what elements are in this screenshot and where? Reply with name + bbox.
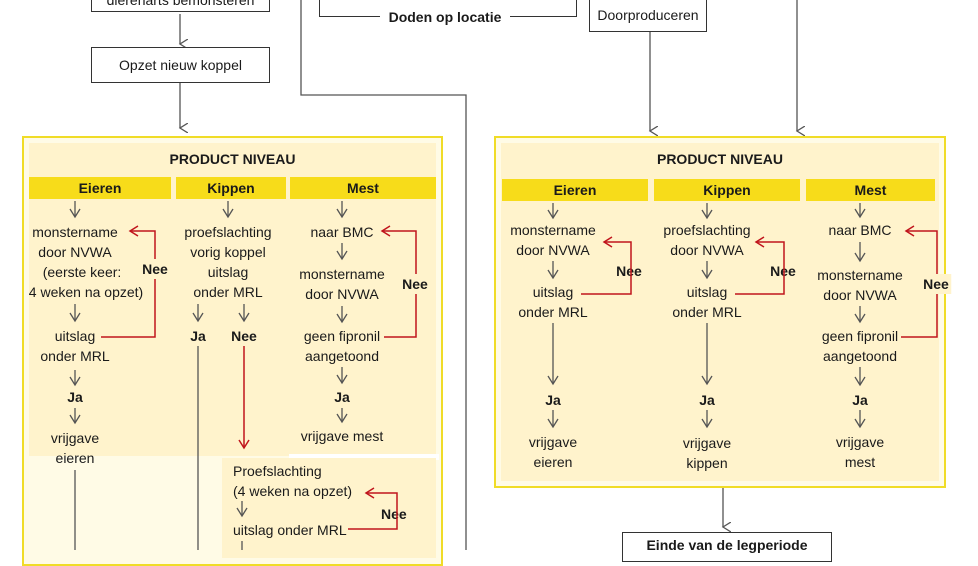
doden-op-locatie-label: Doden op locatie — [380, 7, 510, 27]
right-eieren-ja: Ja — [545, 392, 561, 408]
right-eieren-step: door NVWA — [516, 242, 590, 258]
right-eieren-step: eieren — [533, 454, 573, 470]
left-col-mest: Mest — [290, 177, 436, 199]
left-kippen-step: onder MRL — [193, 284, 263, 300]
opzet-nieuw-koppel-label: Opzet nieuw koppel — [119, 57, 242, 73]
left-kippen-step: vorig koppel — [190, 244, 266, 260]
left-eieren-nee-overlay: Nee — [140, 259, 170, 279]
right-mest-step: naar BMC — [828, 222, 892, 238]
left-col-eieren: Eieren — [29, 177, 171, 199]
right-mest-step: aangetoond — [823, 348, 897, 364]
left-eieren-step: uitslag — [54, 328, 96, 344]
right-mest-step: vrijgave — [835, 434, 885, 450]
right-kippen-ja: Ja — [699, 392, 715, 408]
right-kippen-nee: Nee — [770, 263, 796, 279]
left-mest-step: monstername — [299, 266, 385, 282]
right-mest-step: mest — [844, 454, 876, 470]
right-mest-nee-overlay: Nee — [921, 274, 951, 294]
right-kippen-step: kippen — [686, 455, 728, 471]
left-mest-step: aangetoond — [305, 348, 379, 364]
left-mest-step: geen fipronil — [303, 328, 381, 344]
right-mest-ja: Ja — [852, 392, 868, 408]
left-col-kippen: Kippen — [176, 177, 286, 199]
partial-top-box: dierenarts bemonsteren — [91, 0, 270, 12]
left-eieren-ja: Ja — [67, 389, 83, 405]
right-mest-step: monstername — [817, 267, 903, 283]
left-mest-ja: Ja — [334, 389, 350, 405]
left-panel-notch — [289, 454, 439, 460]
right-col-mest: Mest — [806, 179, 935, 201]
lower-step: Proefslachting — [233, 463, 322, 479]
left-mest-nee-overlay: Nee — [400, 274, 430, 294]
left-eieren-step: 4 weken na opzet) — [28, 284, 144, 300]
partial-top-box-label: dierenarts bemonsteren — [106, 0, 255, 8]
left-kippen-nee: Nee — [231, 328, 257, 344]
right-mest-step: door NVWA — [823, 287, 897, 303]
right-kippen-step: uitslag — [686, 284, 728, 300]
right-kippen-step: vrijgave — [682, 435, 732, 451]
right-eieren-step: uitslag — [532, 284, 574, 300]
left-eieren-step: (eerste keer: — [42, 264, 122, 280]
lower-step: (4 weken na opzet) — [233, 483, 353, 499]
right-panel-title: PRODUCT NIVEAU — [656, 151, 783, 167]
left-kippen-step: uitslag — [207, 264, 249, 280]
left-eieren-step: monstername — [32, 224, 118, 240]
left-eieren-step: onder MRL — [40, 348, 110, 364]
left-mest-step: vrijgave mest — [300, 428, 384, 444]
right-kippen-step: onder MRL — [672, 304, 742, 320]
left-eieren-step: vrijgave — [50, 430, 100, 446]
right-col-kippen: Kippen — [654, 179, 800, 201]
left-eieren-step: door NVWA — [38, 244, 112, 260]
right-kippen-step: door NVWA — [670, 242, 744, 258]
right-eieren-nee: Nee — [616, 263, 642, 279]
lower-nee: Nee — [381, 506, 407, 522]
right-col-eieren: Eieren — [502, 179, 648, 201]
right-kippen-step: proefslachting — [663, 222, 751, 238]
left-mest-step: door NVWA — [305, 286, 379, 302]
doorproduceren-box: Doorproduceren — [589, 0, 707, 32]
right-eieren-step: onder MRL — [518, 304, 588, 320]
einde-legperiode-label: Einde van de legperiode — [646, 537, 808, 553]
doorproduceren-label: Doorproduceren — [597, 7, 699, 23]
left-mest-step: naar BMC — [310, 224, 374, 240]
opzet-nieuw-koppel-box: Opzet nieuw koppel — [91, 47, 270, 83]
left-kippen-step: proefslachting — [184, 224, 272, 240]
left-panel-title: PRODUCT NIVEAU — [169, 151, 296, 167]
right-eieren-step: vrijgave — [528, 434, 578, 450]
right-mest-step: geen fipronil — [821, 328, 899, 344]
left-eieren-step: eieren — [55, 450, 95, 466]
lower-step: uitslag onder MRL — [233, 522, 347, 538]
left-panel-lower-bg — [222, 458, 436, 558]
einde-legperiode-box: Einde van de legperiode — [622, 532, 832, 562]
left-kippen-ja: Ja — [190, 328, 206, 344]
right-eieren-step: monstername — [510, 222, 596, 238]
